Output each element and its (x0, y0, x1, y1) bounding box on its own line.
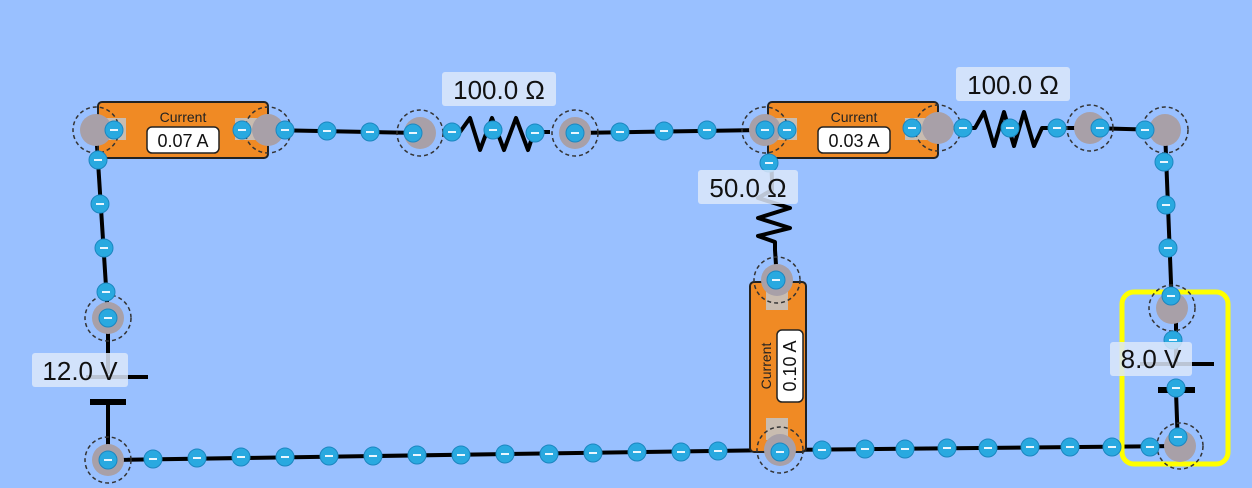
value-labels: 100.0 Ω 100.0 Ω 50.0 Ω 12.0 V 8.0 V (32, 67, 1192, 387)
ammeter-title: Current (758, 343, 774, 390)
battery-label: 8.0 V (1121, 344, 1182, 374)
resistor-label: 100.0 Ω (967, 70, 1059, 100)
vertices (72, 104, 1204, 484)
wires (94, 126, 1182, 462)
vertex[interactable] (1149, 114, 1181, 146)
vertex-ring (753, 256, 801, 304)
ammeter-title: Current (831, 109, 878, 125)
ammeter-reading: 0.03 A (828, 131, 879, 151)
vertex[interactable] (922, 112, 954, 144)
vertex[interactable] (252, 114, 284, 146)
resistor-label: 50.0 Ω (709, 173, 786, 203)
vertex-ring (1066, 104, 1114, 152)
vertex[interactable] (80, 114, 112, 146)
ammeter-reading: 0.07 A (157, 131, 208, 151)
ammeter-reading: 0.10 A (780, 340, 800, 391)
ammeter-title: Current (160, 109, 207, 125)
vertex-ring (551, 109, 599, 157)
wire[interactable] (106, 448, 782, 462)
vertex-ring (84, 436, 132, 484)
electrons (88, 118, 1188, 470)
resistor-label: 100.0 Ω (453, 75, 545, 105)
vertex-ring (756, 426, 804, 474)
battery-label: 12.0 V (42, 356, 118, 386)
